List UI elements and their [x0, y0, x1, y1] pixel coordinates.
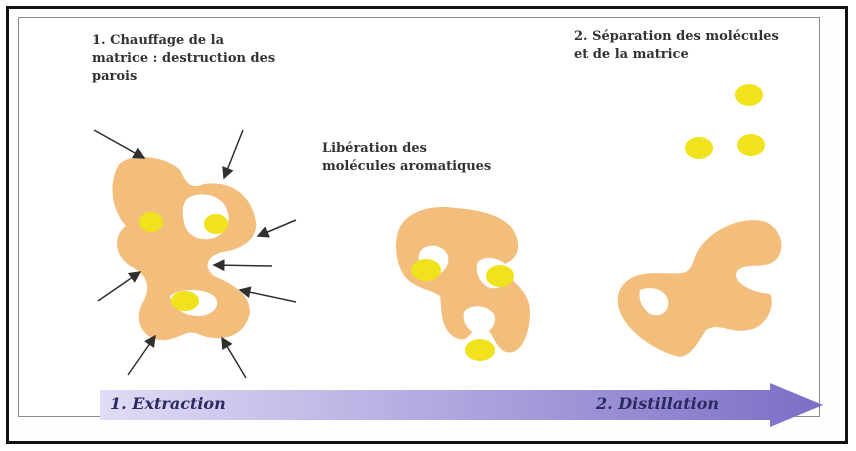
stage1-matrix-group — [112, 157, 256, 340]
heat-arrow-7 — [128, 336, 155, 375]
stage1-molecule-1 — [139, 212, 163, 232]
stage3-matrix-shape — [618, 220, 782, 357]
extraction-label: 1. Extraction — [110, 394, 226, 413]
heat-arrow-2 — [224, 130, 243, 178]
stage1-molecule-3 — [171, 291, 199, 311]
stage3-group — [618, 84, 782, 357]
stage3-molecule-2 — [685, 137, 713, 159]
heat-arrow-5 — [240, 290, 296, 302]
heat-arrow-3 — [258, 220, 296, 236]
step2-separation-label: 2. Séparation des molécules et de la mat… — [574, 28, 824, 64]
stage3-molecule-3 — [737, 134, 765, 156]
stage2-molecule-1 — [411, 259, 441, 281]
distillation-label: 2. Distillation — [596, 394, 719, 413]
stage2-molecule-3 — [465, 339, 495, 361]
stage2-matrix-group — [396, 207, 530, 361]
heat-arrow-1 — [94, 130, 144, 158]
stage2-molecule-2 — [486, 265, 514, 287]
stage1-molecule-2 — [204, 214, 228, 234]
step1-heating-label: 1. Chauffage de la matrice : destruction… — [92, 32, 322, 86]
heat-arrow-6 — [98, 272, 140, 301]
stage3-molecule-1 — [735, 84, 763, 106]
heat-arrow-8 — [222, 338, 246, 378]
liberation-label: Libération des molécules aromatiques — [322, 140, 542, 176]
heat-arrow-4 — [214, 265, 272, 266]
